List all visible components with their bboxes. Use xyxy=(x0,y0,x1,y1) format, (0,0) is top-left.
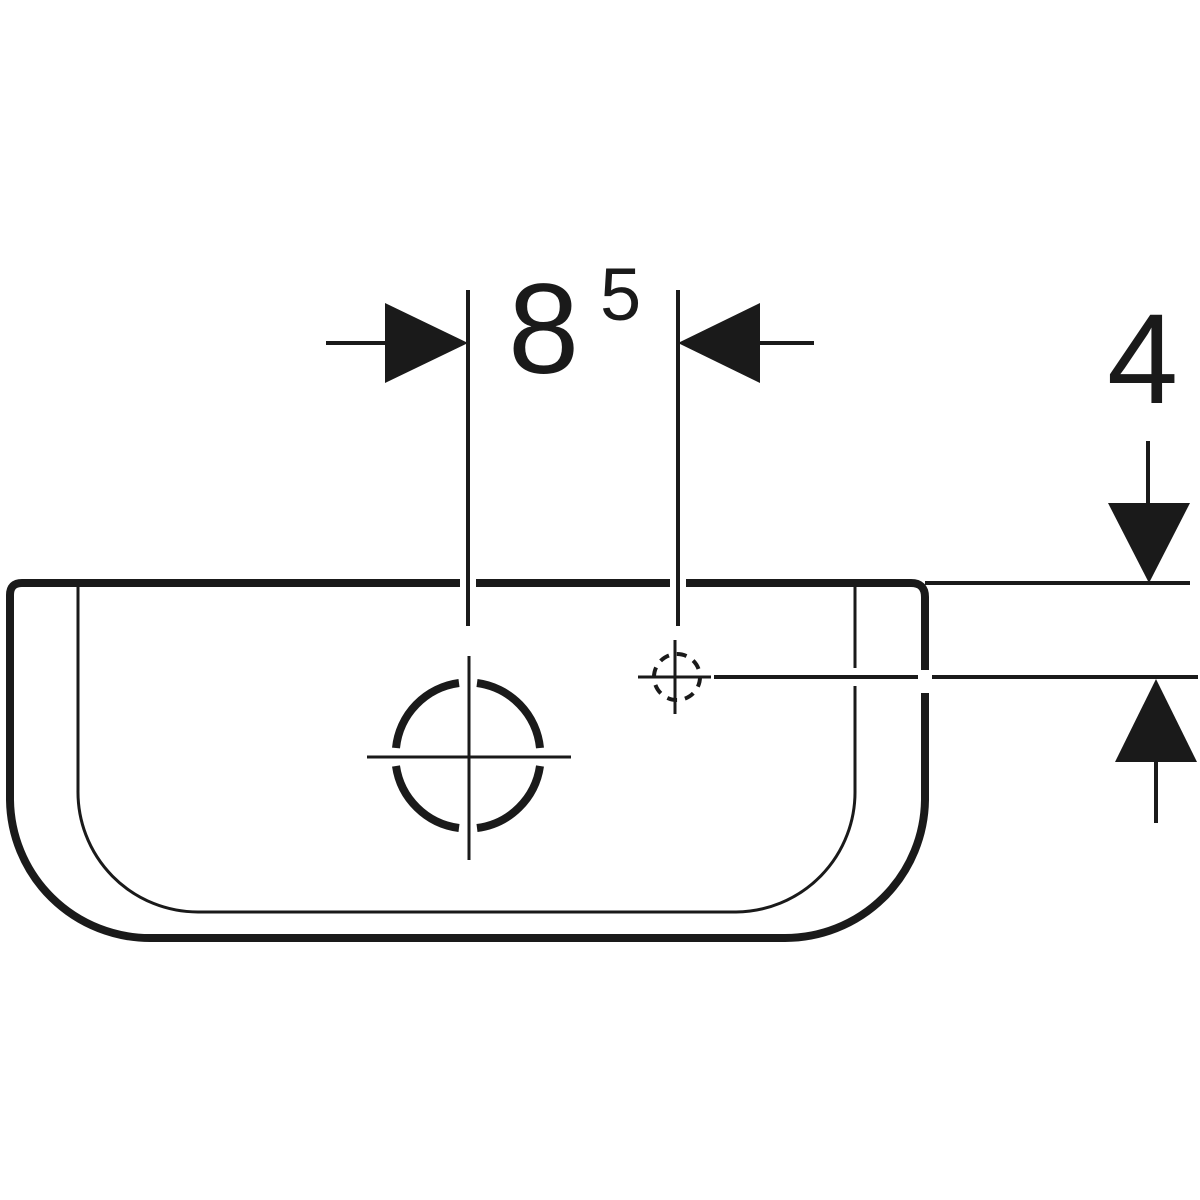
arrow-down-icon xyxy=(1108,503,1190,583)
dimension-vertical-value: 4 xyxy=(1107,288,1178,431)
drain-hole xyxy=(392,679,544,832)
arrow-left-icon xyxy=(678,303,760,383)
basin-outer-outline-right-top xyxy=(686,579,929,670)
arrow-right-icon xyxy=(385,303,468,383)
basin-inner-outline xyxy=(76,587,857,914)
arrow-up-icon xyxy=(1115,679,1197,762)
dimension-horizontal-superscript: 5 xyxy=(600,253,641,336)
basin-outer-outline xyxy=(5,579,929,942)
dimension-horizontal-main: 8 xyxy=(508,258,579,401)
